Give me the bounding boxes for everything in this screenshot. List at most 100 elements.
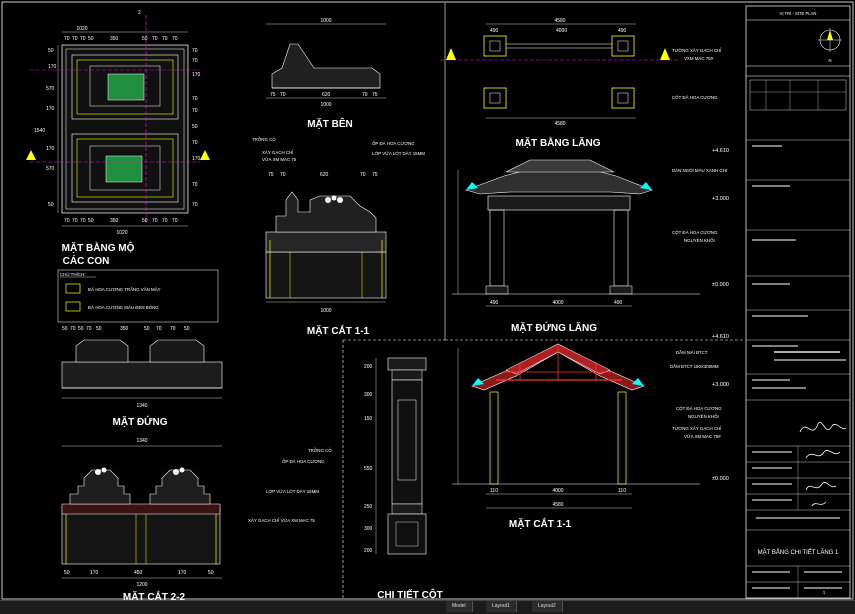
svg-text:70: 70: [192, 182, 198, 188]
svg-text:TƯỜNG XÂY GẠCH CHỈ: TƯỜNG XÂY GẠCH CHỈ: [672, 48, 722, 53]
svg-text:170: 170: [178, 570, 187, 576]
svg-text:50: 50: [48, 202, 54, 208]
svg-text:70: 70: [192, 48, 198, 54]
svg-text:300: 300: [364, 392, 373, 398]
svg-text:XÂY GẠCH CHỈ: XÂY GẠCH CHỈ: [262, 150, 294, 155]
tomb-section-2-2-top-dim: 1340: [136, 438, 147, 444]
svg-text:70: 70: [86, 326, 92, 332]
svg-text:200: 200: [364, 364, 373, 370]
tomb-section-2-2-bottom-subdims: 50 170 450 170 50: [64, 570, 214, 576]
svg-text:VỮA XM MAC 75: VỮA XM MAC 75: [262, 157, 297, 162]
svg-text:TRỒNG CỎ: TRỒNG CỎ: [252, 137, 276, 142]
legend-swatch-white-granite: [65, 283, 81, 294]
svg-text:70: 70: [162, 36, 168, 42]
tomb-section-2-2-bottom-dim: 1200: [136, 582, 147, 588]
svg-text:ỐP ĐÁ HOA CƯƠNG: ỐP ĐÁ HOA CƯƠNG: [282, 459, 325, 464]
tomb-plan-right-dims: 70 70 170 70 70 50 70 170 70 70: [192, 48, 201, 208]
svg-text:150: 150: [364, 416, 373, 422]
tab-layout1[interactable]: Layout1: [486, 601, 517, 612]
svg-text:LỚP VỮA LÓT DÀY 15MM: LỚP VỮA LÓT DÀY 15MM: [372, 151, 425, 156]
side-view-bottom-dim: 1000: [320, 102, 331, 108]
pavilion-elevation-notes: DÁN NGÓI MÀU XANH GHI CỘT ĐÁ HOA CƯƠNG N…: [672, 168, 727, 243]
svg-text:170: 170: [192, 156, 201, 162]
tab-layout2[interactable]: Layout2: [532, 601, 563, 612]
signature-mark: [805, 481, 837, 491]
tomb-plan-bottom-subdims: 70 70 70 50 350 50 70 70 70: [64, 218, 178, 224]
svg-text:50: 50: [62, 326, 68, 332]
svg-text:CỘT ĐÁ HOA CƯƠNG: CỘT ĐÁ HOA CƯƠNG: [676, 406, 722, 411]
pavilion-section-levels: +4.610 +3.000 ±0.000: [712, 334, 729, 482]
signature-mark: [811, 501, 827, 507]
svg-text:70: 70: [192, 58, 198, 64]
svg-text:620: 620: [320, 172, 329, 178]
pavilion-plan-title: MẶT BẰNG LĂNG: [516, 136, 601, 149]
front-elevation-bottom-dim: 1340: [136, 403, 147, 409]
svg-text:170: 170: [48, 64, 57, 70]
svg-text:350: 350: [110, 218, 119, 224]
pavilion-section-1-1: [452, 343, 700, 509]
svg-text:450: 450: [134, 570, 143, 576]
tomb-section-2-2-title: MẶT CẮT 2-2: [123, 590, 186, 603]
svg-text:CỘT ĐÁ HOA CƯƠNG: CỘT ĐÁ HOA CƯƠNG: [672, 230, 718, 235]
pavilion-elevation-dims: 4000 490 490: [490, 300, 623, 306]
legend-item-white-granite: ĐÁ HOA CƯƠNG TRẮNG VÂN MÂY: [88, 287, 161, 292]
svg-text:4000: 4000: [552, 300, 563, 306]
svg-text:50: 50: [96, 326, 102, 332]
legend-item-black-granite: ĐÁ HOA CƯƠNG MÀU ĐEN BÓNG: [88, 305, 159, 310]
svg-text:75: 75: [372, 172, 378, 178]
tomb-section-1-1-top-subdims: 75 70 620 70 75: [268, 172, 378, 178]
svg-text:300: 300: [364, 526, 373, 532]
svg-text:50: 50: [64, 570, 70, 576]
drawing-title: MẶT BẰNG CHI TIẾT LĂNG 1: [758, 548, 839, 556]
svg-text:350: 350: [120, 326, 129, 332]
svg-text:70: 70: [70, 326, 76, 332]
svg-text:110: 110: [490, 488, 498, 494]
svg-text:170: 170: [46, 106, 55, 112]
pavilion-section-notes: DẦM MÁI BTCT DẦM BTCT 150X300MM CỘT ĐÁ H…: [670, 350, 722, 439]
tomb-plan-view: 2: [26, 10, 210, 225]
pavilion-plan-notes: TƯỜNG XÂY GẠCH CHỈ VXM MAC 75# CỘT ĐÁ HO…: [672, 48, 722, 100]
svg-text:VỮA XM MAC 75#: VỮA XM MAC 75#: [684, 434, 721, 439]
tomb-section-1-1-notes: TRỒNG CỎ XÂY GẠCH CHỈ VỮA XM MAC 75 ỐP Đ…: [252, 137, 425, 162]
svg-text:170: 170: [192, 72, 201, 78]
legend-title: CHÚ THÍCH:: [60, 272, 85, 277]
svg-text:ỐP ĐÁ HOA CƯƠNG: ỐP ĐÁ HOA CƯƠNG: [372, 141, 415, 146]
svg-text:70: 70: [80, 218, 86, 224]
svg-text:50: 50: [192, 124, 198, 130]
svg-text:DẦM BTCT 150X300MM: DẦM BTCT 150X300MM: [670, 364, 719, 369]
pavilion-section-dims: 4000 4580 110 110: [490, 488, 626, 508]
svg-text:2: 2: [138, 10, 141, 16]
tomb-plan-top-subdims: 70 70 70 50 350 50 70 70 70: [64, 36, 178, 42]
tomb-section-1-1-title: MẶT CẮT 1-1: [307, 324, 370, 337]
svg-text:70: 70: [152, 218, 158, 224]
svg-text:620: 620: [322, 92, 331, 98]
svg-text:+3.000: +3.000: [712, 196, 729, 202]
pavilion-plan-top-dim: 4580: [554, 18, 565, 24]
layout-tab-bar: [0, 600, 855, 614]
tomb-plan-title: MẶT BẰNG MỘ: [62, 241, 135, 254]
tomb-plan-top-dim: 1020: [76, 26, 87, 32]
pavilion-elevation-title: MẶT ĐỨNG LĂNG: [511, 321, 597, 334]
svg-text:DÁN NGÓI MÀU XANH GHI: DÁN NGÓI MÀU XANH GHI: [672, 168, 727, 173]
svg-text:70: 70: [162, 218, 168, 224]
legend-swatch-black-granite: [65, 301, 81, 312]
tomb-plan-bottom-dim: 1020: [116, 230, 127, 236]
svg-text:70: 70: [360, 172, 366, 178]
svg-text:70: 70: [192, 140, 198, 146]
svg-text:490: 490: [614, 300, 623, 306]
side-view-bottom-subdims: 75 70 620 70 75: [270, 92, 378, 98]
svg-text:50: 50: [48, 48, 54, 54]
svg-text:±0.000: ±0.000: [712, 282, 729, 288]
svg-text:4000: 4000: [552, 488, 563, 494]
sheet-border: [1, 1, 854, 600]
svg-text:4580: 4580: [552, 502, 563, 508]
tab-model[interactable]: Model: [446, 601, 473, 612]
svg-text:70: 70: [64, 218, 70, 224]
svg-text:+4.610: +4.610: [712, 334, 729, 340]
svg-text:70: 70: [192, 96, 198, 102]
north-label: N: [828, 58, 831, 63]
svg-text:70: 70: [280, 172, 286, 178]
svg-text:70: 70: [152, 36, 158, 42]
svg-text:70: 70: [64, 36, 70, 42]
svg-text:50: 50: [142, 218, 148, 224]
